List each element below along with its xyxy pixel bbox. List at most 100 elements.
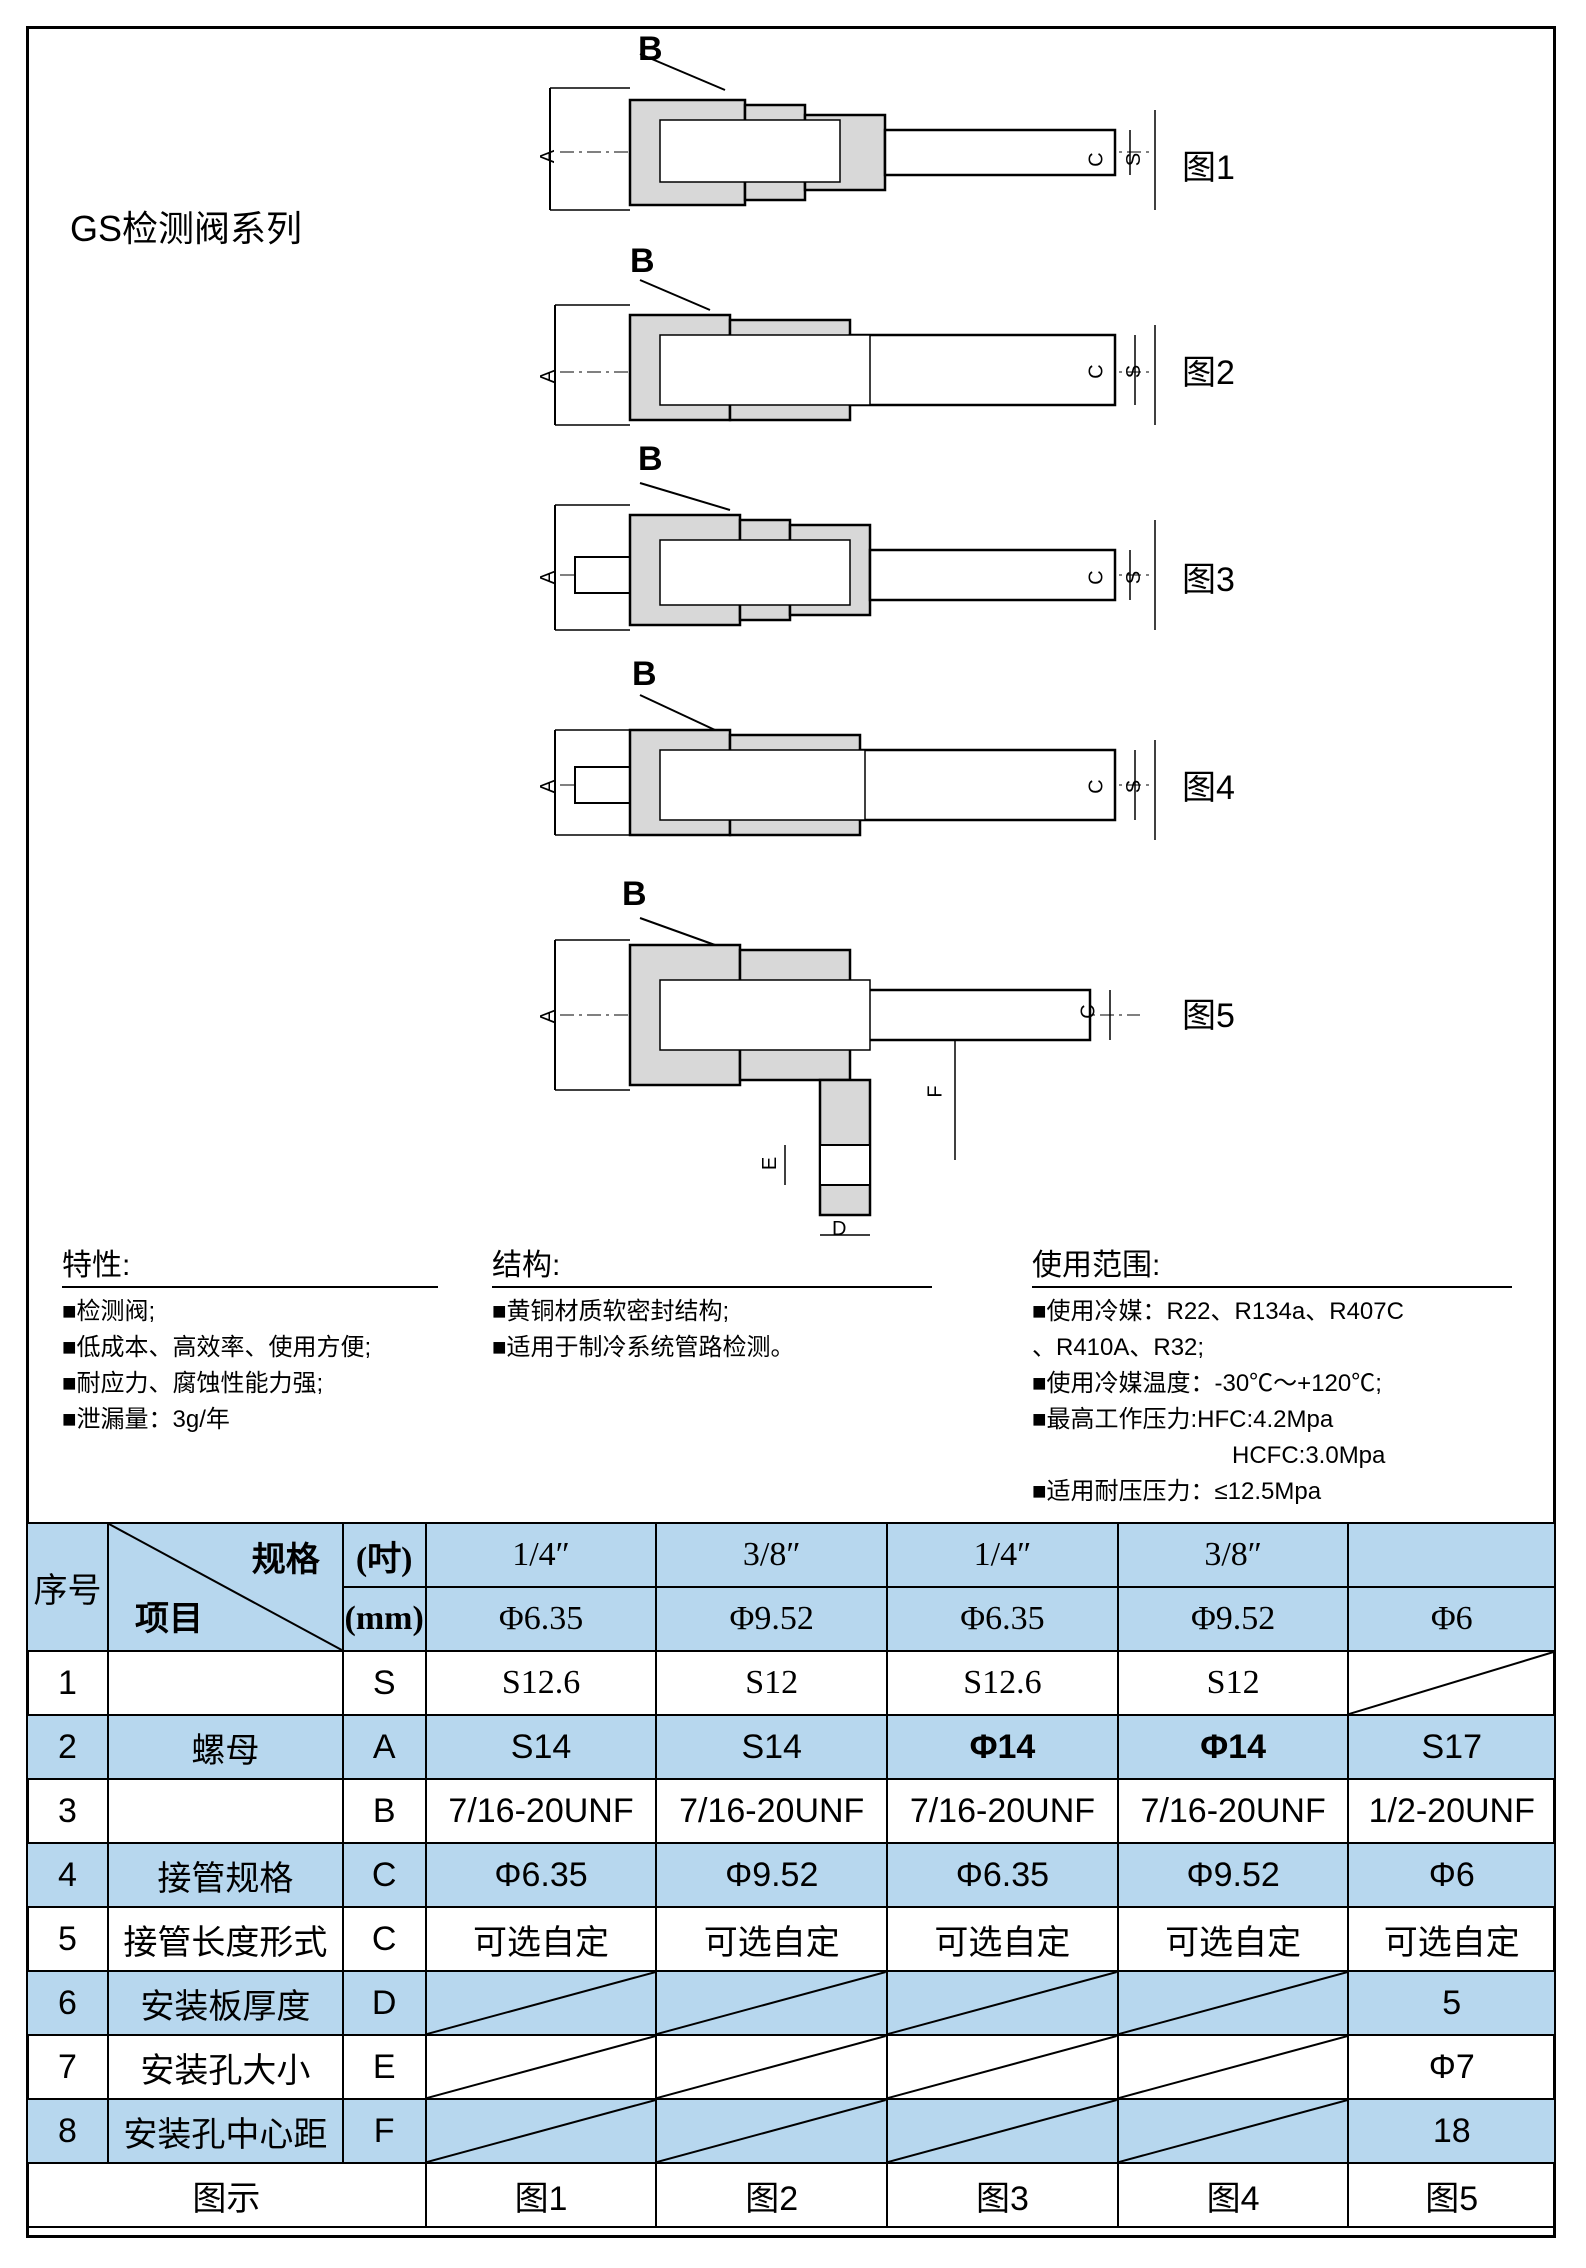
row-value: Φ6.35 [424, 1842, 658, 1908]
fig5-c-label: C [1077, 1004, 1100, 1019]
row-number: 7 [26, 2034, 109, 2100]
fig1-s-label: S [1123, 152, 1146, 167]
fig3-s-label: S [1123, 570, 1146, 585]
seq-header: 序号 [26, 1522, 109, 1652]
row-value: 可选自定 [1347, 1906, 1556, 1972]
row-code: C [341, 1842, 427, 1908]
fig5-label: 图5 [1182, 997, 1235, 1035]
header-row-inch: 序号 规格 项目 (吋) 1/4″ 3/8″ 1/4″ 3/8″ [26, 1522, 1556, 1652]
row-value: 1/2-20UNF [1347, 1778, 1556, 1844]
row-code: D [341, 1970, 427, 2036]
fig4-a-label: A [537, 779, 560, 794]
row-value-empty [655, 2098, 889, 2164]
fig5-a-label: A [537, 1009, 560, 1024]
inch-value: 1/4″ [886, 1522, 1119, 1588]
row-value: 7/16-20UNF [1116, 1778, 1350, 1844]
row-value-empty [1116, 2098, 1350, 2164]
fig5-d-label: D [832, 1218, 847, 1240]
structure-item: ■适用于制冷系统管路检测。 [492, 1334, 795, 1361]
row-value: Φ6 [1347, 1842, 1556, 1908]
row-value-empty [655, 1970, 889, 2036]
fig2-label: 图2 [1182, 354, 1235, 392]
row-value: 18 [1347, 2098, 1556, 2164]
row-value: S12.6 [886, 1650, 1119, 1716]
row-number: 4 [26, 1842, 109, 1908]
row-value-empty [1347, 1650, 1556, 1716]
inch-value: 1/4″ [424, 1522, 658, 1588]
row-value: S14 [424, 1714, 658, 1780]
table-row: 8 安装孔中心距 F 18 [26, 2098, 1556, 2164]
empty-cell-slash [888, 2100, 1117, 2162]
row-value: Φ14 [1116, 1714, 1350, 1780]
fig5-b-label: B [622, 875, 647, 913]
row-number: 2 [26, 1714, 109, 1780]
series-title: GS检测阀系列 [70, 208, 303, 249]
row-value: Φ6.35 [886, 1842, 1119, 1908]
row-name: 安装孔中心距 [106, 2098, 344, 2164]
row-value-empty [886, 2098, 1119, 2164]
page-frame [26, 26, 1556, 2238]
figure-3-drawing [554, 482, 1156, 631]
row-value: S17 [1347, 1714, 1556, 1780]
features-title: 特性: [62, 1248, 438, 1288]
empty-cell-slash [657, 2100, 886, 2162]
figure-2 [530, 279, 1170, 445]
table-row: 4 接管规格 C Φ6.35 Φ9.52 Φ6.35 Φ9.52 Φ6 [26, 1842, 1556, 1908]
features-item: ■低成本、高效率、使用方便; [62, 1334, 372, 1361]
table-row: 1 S S12.6 S12 S12.6 S12 [26, 1650, 1556, 1716]
row-code: E [341, 2034, 427, 2100]
mm-value: Φ9.52 [655, 1586, 889, 1652]
row-value: 可选自定 [886, 1906, 1119, 1972]
empty-cell-slash [427, 2036, 656, 2098]
table-row: 5 接管长度形式 C 可选自定 可选自定 可选自定 可选自定 可选自定 [26, 1906, 1556, 1972]
row-value: 可选自定 [424, 1906, 658, 1972]
row-value: 7/16-20UNF [424, 1778, 658, 1844]
usage-item: ■使用冷媒温度：-30℃～+120℃; [1032, 1370, 1382, 1397]
mm-value: Φ6 [1347, 1586, 1556, 1652]
structure-title: 结构: [492, 1248, 932, 1288]
fig4-label: 图4 [1182, 769, 1235, 807]
empty-cell-slash [888, 1972, 1117, 2034]
features-item: ■耐应力、腐蚀性能力强; [62, 1370, 324, 1397]
structure-item: ■黄铜材质软密封结构; [492, 1298, 730, 1325]
spec-table: 序号 规格 项目 (吋) 1/4″ 3/8″ 1/4″ 3/8″ (mm) Φ6… [26, 1522, 1556, 2228]
empty-cell-slash [427, 1972, 656, 2034]
figure-2-drawing [554, 279, 1156, 426]
figure-4-drawing [554, 694, 1156, 840]
footer-figure-ref: 图3 [886, 2162, 1119, 2228]
row-value-empty [1116, 2034, 1350, 2100]
inch-value [1347, 1522, 1556, 1588]
empty-cell-slash [1119, 1972, 1348, 2034]
empty-cell-slash [1119, 2100, 1348, 2162]
fig3-b-label: B [638, 440, 663, 478]
fig1-c-label: C [1085, 152, 1108, 167]
fig2-a-label: A [537, 369, 560, 384]
footer-figure-ref: 图2 [655, 2162, 889, 2228]
row-value-empty [424, 1970, 658, 2036]
row-name: 接管规格 [106, 1842, 344, 1908]
header-row-mm: (mm) Φ6.35 Φ9.52 Φ6.35 Φ9.52 Φ6 [27, 1586, 1556, 1652]
row-number: 6 [26, 1970, 109, 2036]
empty-cell-slash [1119, 2036, 1348, 2098]
row-number: 1 [26, 1650, 109, 1716]
row-value: Φ9.52 [655, 1842, 889, 1908]
fig5-e-label: E [759, 1156, 782, 1171]
footer-figure-ref: 图1 [424, 2162, 658, 2228]
row-value: S12 [1116, 1650, 1350, 1716]
inch-unit-header: (吋) [341, 1522, 427, 1588]
empty-cell-slash [1349, 1652, 1554, 1714]
features-block: 特性: ■检测阀; ■低成本、高效率、使用方便; ■耐应力、腐蚀性能力强; ■泄… [62, 1248, 438, 1438]
fig3-a-label: A [537, 570, 560, 585]
structure-block: 结构: ■黄铜材质软密封结构; ■适用于制冷系统管路检测。 [492, 1248, 932, 1366]
row-code: A [341, 1714, 427, 1780]
fig3-c-label: C [1085, 570, 1108, 585]
fig2-s-label: S [1123, 364, 1146, 379]
usage-item: ■适用耐压压力：≤12.5Mpa [1032, 1478, 1322, 1505]
usage-item: ■使用冷媒：R22、R134a、R407C [1032, 1298, 1404, 1325]
mm-value: Φ6.35 [886, 1586, 1119, 1652]
row-value: Φ7 [1347, 2034, 1556, 2100]
features-item: ■检测阀; [62, 1298, 156, 1325]
usage-block: 使用范围: ■使用冷媒：R22、R134a、R407C 、R410A、R32; … [1032, 1248, 1512, 1510]
footer-label: 图示 [26, 2162, 427, 2228]
mm-value: Φ9.52 [1116, 1586, 1350, 1652]
